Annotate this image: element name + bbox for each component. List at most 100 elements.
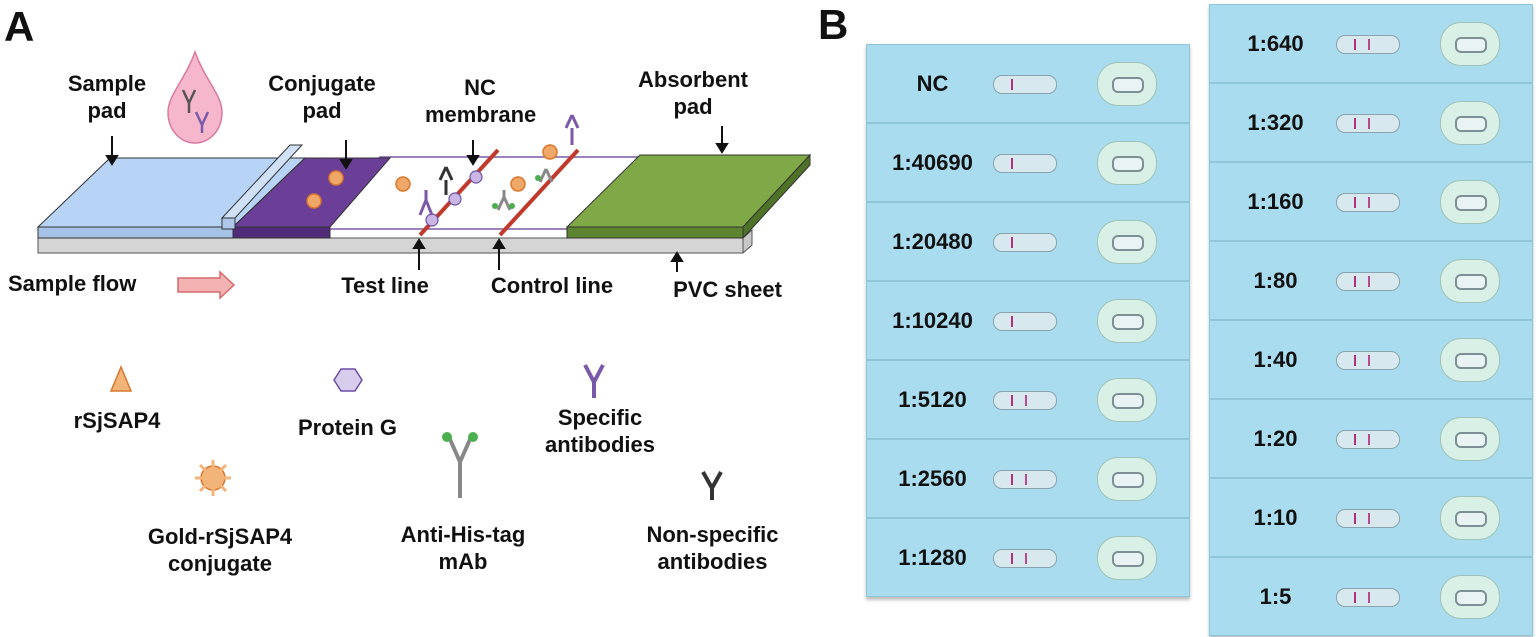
control-line	[1354, 433, 1356, 445]
test-line	[1368, 354, 1370, 366]
test-strip: 1:10	[1209, 478, 1533, 557]
pvc-sheet-label: PVC sheet	[673, 277, 782, 302]
his-tag-marks	[492, 175, 541, 209]
test-strip: 1:40690	[866, 123, 1190, 202]
anti-his-tag-icon	[447, 436, 473, 498]
result-window	[1336, 429, 1400, 449]
control-line-label: Control line	[490, 273, 614, 298]
test-strip: 1:20480	[866, 202, 1190, 281]
test-strip: 1:320	[1209, 83, 1533, 162]
control-line	[1011, 394, 1013, 406]
dilution-label: 1:10240	[892, 307, 973, 333]
control-line	[1011, 236, 1013, 248]
control-line	[1011, 315, 1013, 327]
dilution-label: 1:160	[1247, 188, 1304, 214]
dilution-label: 1:640	[1247, 30, 1304, 56]
rsjsap4-icon	[109, 365, 133, 392]
test-line	[1025, 473, 1027, 485]
test-strip: 1:5120	[866, 360, 1190, 439]
result-window	[1336, 34, 1400, 54]
result-window	[993, 469, 1057, 489]
test-line	[1368, 117, 1370, 129]
dilution-label: 1:10	[1253, 504, 1298, 530]
result-window	[1336, 350, 1400, 370]
result-window	[993, 548, 1057, 568]
sample-well	[1440, 495, 1500, 540]
dilution-label: 1:20	[1253, 425, 1298, 451]
dilution-label: 1:1280	[898, 544, 967, 570]
test-strip: 1:2560	[866, 439, 1190, 518]
sample-well	[1097, 219, 1157, 264]
sample-well	[1440, 416, 1500, 461]
control-line	[1354, 591, 1356, 603]
test-strip: 1:640	[1209, 4, 1533, 83]
sample-flow-label: Sample flow	[8, 271, 137, 296]
dilution-label: 1:40	[1253, 346, 1298, 372]
non-specific-antibody-marks	[438, 166, 454, 195]
gold-conjugate-icon	[195, 460, 231, 496]
control-line	[1354, 38, 1356, 50]
test-line	[1368, 196, 1370, 208]
test-strip: 1:160	[1209, 162, 1533, 241]
result-window	[1336, 271, 1400, 291]
dilution-label: 1:320	[1247, 109, 1304, 135]
test-line	[1368, 433, 1370, 445]
test-strip: 1:20	[1209, 399, 1533, 478]
dilution-label: 1:40690	[892, 149, 973, 175]
dilution-label: 1:80	[1253, 267, 1298, 293]
dilution-label: 1:20480	[892, 228, 973, 254]
specific-antibody-marks	[418, 114, 580, 216]
result-window	[1336, 587, 1400, 607]
sample-well	[1097, 456, 1157, 501]
sample-well	[1440, 337, 1500, 382]
control-line	[1354, 354, 1356, 366]
sample-well	[1440, 100, 1500, 145]
sample-well	[1097, 298, 1157, 343]
dilution-label: NC	[916, 70, 949, 96]
panel-b-letter: B	[818, 1, 849, 48]
sample-well	[1440, 574, 1500, 619]
gold-conjugate-particles	[306, 144, 558, 209]
legend-protein-g-label: Protein G	[297, 415, 397, 440]
control-line	[1354, 275, 1356, 287]
dilution-label: 1:5	[1259, 583, 1292, 609]
result-window	[1336, 508, 1400, 528]
test-strip: NC	[866, 44, 1190, 123]
control-line	[1354, 117, 1356, 129]
test-line	[1368, 512, 1370, 524]
test-strip: 1:1280	[866, 518, 1190, 597]
result-window	[993, 390, 1057, 410]
result-window	[1336, 113, 1400, 133]
lateral-flow-strip-diagram	[36, 49, 812, 500]
control-line	[1011, 78, 1013, 90]
result-window	[993, 74, 1057, 94]
anti-his-tag-marks	[496, 168, 554, 211]
sample-well	[1440, 258, 1500, 303]
sample-well	[1097, 535, 1157, 580]
test-strip: 1:5	[1209, 557, 1533, 636]
control-line	[1354, 196, 1356, 208]
test-line	[1025, 394, 1027, 406]
sample-drop	[167, 49, 223, 144]
test-strip: 1:80	[1209, 241, 1533, 320]
sample-well	[1440, 179, 1500, 224]
protein-g-icon	[333, 368, 363, 392]
result-window	[1336, 192, 1400, 212]
sample-well	[1440, 21, 1500, 66]
test-strip: 1:10240	[866, 281, 1190, 360]
control-line-mark	[498, 148, 580, 237]
control-line	[1354, 512, 1356, 524]
test-line	[1368, 275, 1370, 287]
test-line	[1025, 552, 1027, 564]
non-specific-antibody-icon	[701, 471, 723, 500]
specific-antibody-icon	[583, 364, 605, 398]
control-line	[1011, 157, 1013, 169]
dilution-label: 1:2560	[898, 465, 967, 491]
dilution-label: 1:5120	[898, 386, 967, 412]
sample-well	[1097, 61, 1157, 106]
